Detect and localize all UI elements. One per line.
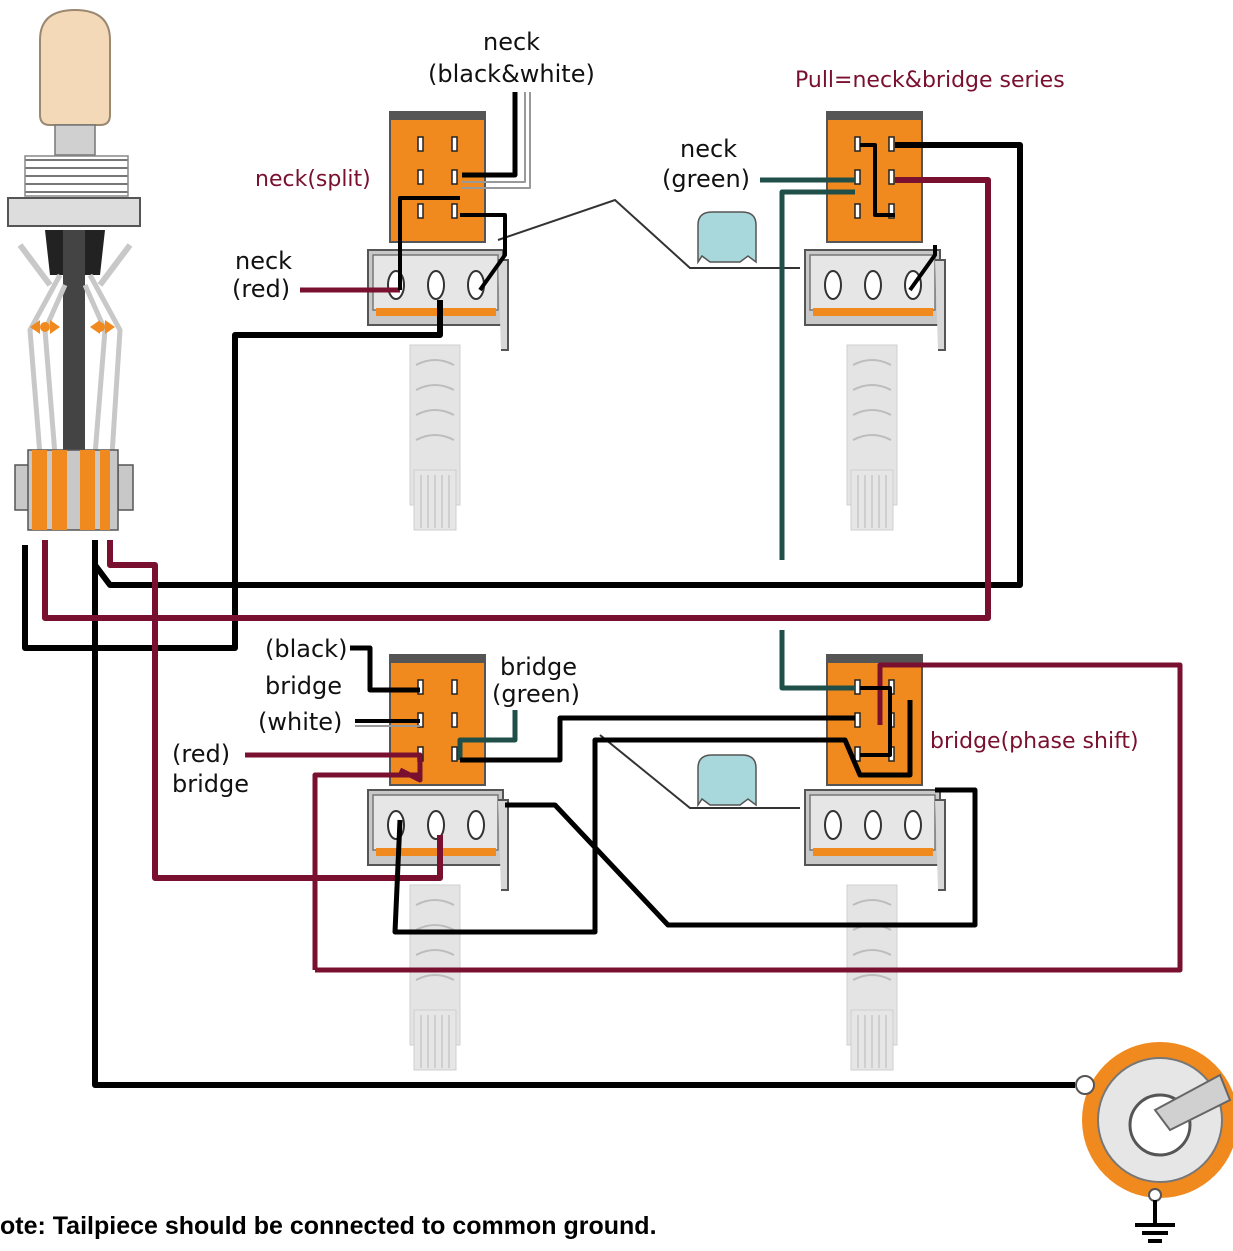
label-neck-split: neck(split) [255, 167, 371, 192]
label-bridge-phase: bridge(phase shift) [930, 729, 1139, 754]
toggle-switch-icon [7, 8, 141, 531]
label-bridge-word: bridge [265, 672, 343, 700]
label-neck-red-2: (red) [232, 275, 291, 303]
label-neck-green-2: (green) [662, 165, 751, 193]
ground-symbol-icon [1135, 1200, 1175, 1243]
label-bridge-green-1: bridge [500, 653, 578, 681]
wires [22, 92, 1183, 1088]
capacitor-icon [497, 198, 800, 269]
capacitor-icon [599, 734, 800, 809]
label-neck-green-1: neck [680, 135, 738, 163]
label-bridge-red-1: (red) [172, 740, 231, 768]
label-bridge-black: (black) [265, 635, 348, 663]
footnote: ote: Tailpiece should be connected to co… [0, 1212, 657, 1240]
label-neck-bw-2: (black&white) [428, 60, 595, 88]
label-bridge-white: (white) [258, 708, 343, 736]
label-neck-bw-1: neck [483, 28, 541, 56]
label-neck-red-1: neck [235, 247, 293, 275]
label-bridge-green-2: (green) [492, 680, 581, 708]
label-bridge-red-2: bridge [172, 770, 250, 798]
label-pull-series: Pull=neck&bridge series [795, 68, 1065, 93]
output-jack-icon [1075, 1042, 1233, 1202]
